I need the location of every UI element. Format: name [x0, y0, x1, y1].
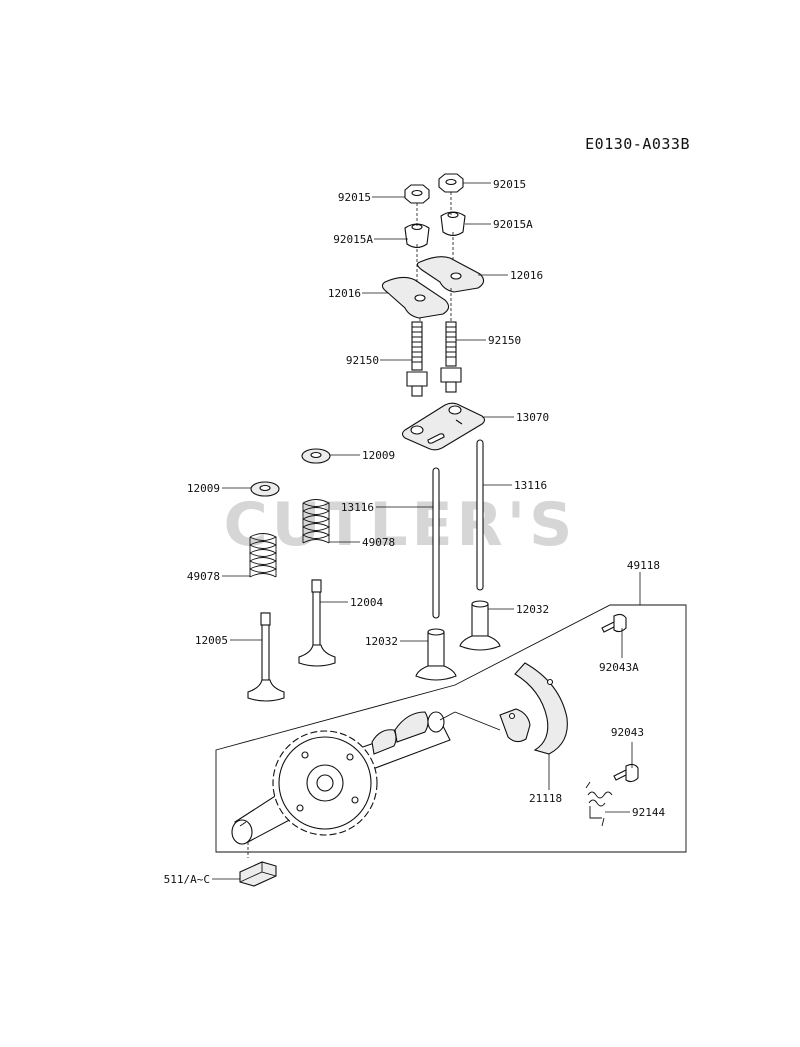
label-pivot-left[interactable]: 92015A: [333, 233, 373, 246]
label-rocker-right[interactable]: 12016: [510, 269, 543, 282]
watermark: CUTLER'S: [224, 490, 577, 560]
label-retainer-left[interactable]: 12009: [187, 482, 220, 495]
tappet-left[interactable]: [415, 628, 457, 681]
label-spring-small[interactable]: 92144: [632, 806, 665, 819]
label-retainer-right[interactable]: 12009: [362, 449, 395, 462]
label-pushrod-right[interactable]: 13116: [514, 479, 547, 492]
part-labels: 92015 92015 92015A 92015A 12016 12016 92…: [164, 178, 666, 886]
label-stud-right[interactable]: 92150: [488, 334, 521, 347]
label-spring-right[interactable]: 49078: [362, 536, 395, 549]
label-bolt-upper[interactable]: 92043A: [599, 661, 639, 674]
nut-left[interactable]: [404, 184, 430, 204]
pivot-right[interactable]: [440, 211, 466, 237]
valve-right[interactable]: [298, 579, 336, 667]
label-pushrod-left[interactable]: 13116: [341, 501, 374, 514]
label-camshaft-assy[interactable]: 49118: [627, 559, 660, 572]
label-spring-left[interactable]: 49078: [187, 570, 220, 583]
stud-left[interactable]: [406, 321, 428, 397]
diagram-code: E0130-A033B: [585, 135, 690, 153]
retainer-right[interactable]: [301, 448, 331, 464]
assembly-outline: [215, 604, 687, 853]
label-stud-left[interactable]: 92150: [346, 354, 379, 367]
label-nut-right[interactable]: 92015: [493, 178, 526, 191]
label-guide-plate[interactable]: 13070: [516, 411, 549, 424]
label-tappet-left[interactable]: 12032: [365, 635, 398, 648]
label-weight[interactable]: 21118: [529, 792, 562, 805]
bolt-upper[interactable]: [601, 613, 627, 633]
label-rocker-left[interactable]: 12016: [328, 287, 361, 300]
label-valve-left[interactable]: 12005: [195, 634, 228, 647]
spring-right[interactable]: [302, 499, 330, 544]
label-nut-left[interactable]: 92015: [338, 191, 371, 204]
key[interactable]: [239, 861, 277, 887]
valve-left[interactable]: [247, 612, 285, 702]
pivot-left[interactable]: [404, 223, 430, 249]
label-key[interactable]: 511/A~C: [164, 873, 210, 886]
bolt-lower[interactable]: [613, 763, 639, 783]
stud-right[interactable]: [440, 321, 462, 393]
pushrod-right[interactable]: [476, 439, 484, 591]
pushrod-left[interactable]: [432, 467, 440, 619]
label-bolt-lower[interactable]: 92043: [611, 726, 644, 739]
nut-right[interactable]: [438, 173, 464, 193]
guide-plate[interactable]: [401, 402, 486, 451]
gear[interactable]: [272, 730, 378, 836]
label-pivot-right[interactable]: 92015A: [493, 218, 533, 231]
spring-left[interactable]: [249, 533, 277, 578]
tappet-right[interactable]: [459, 600, 501, 651]
leader-lines: [212, 182, 641, 880]
retainer-left[interactable]: [250, 481, 280, 497]
label-tappet-right[interactable]: 12032: [516, 603, 549, 616]
rocker-left[interactable]: [381, 276, 450, 319]
rocker-right[interactable]: [416, 256, 485, 293]
label-valve-right[interactable]: 12004: [350, 596, 383, 609]
spring-small[interactable]: [585, 781, 613, 827]
weight[interactable]: [439, 662, 568, 755]
